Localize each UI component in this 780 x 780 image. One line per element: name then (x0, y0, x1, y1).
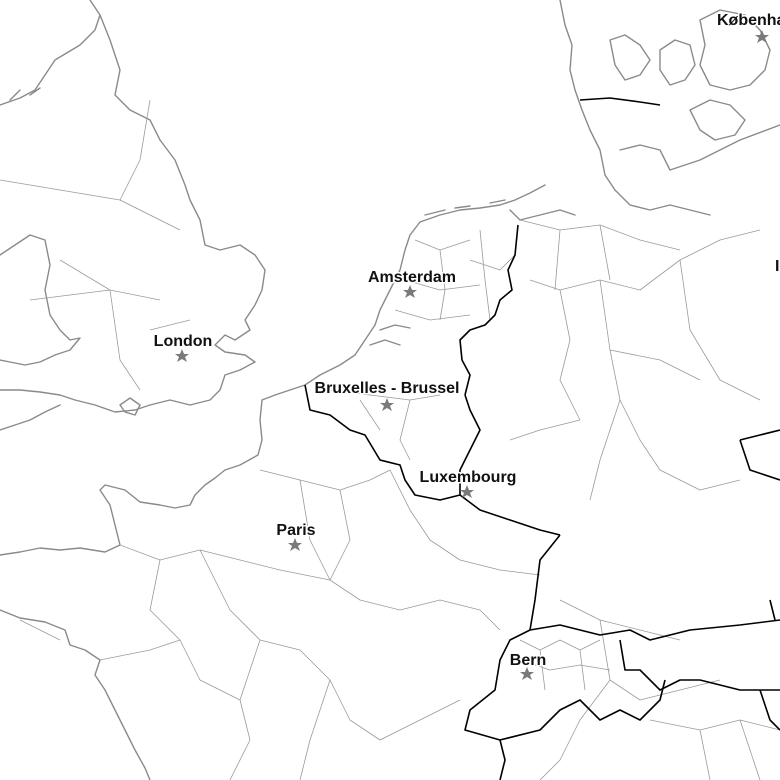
star-icon[interactable] (520, 667, 534, 680)
city-label-brussels[interactable]: Bruxelles - Brussel (313, 379, 461, 399)
continental-coastline (0, 184, 576, 780)
city-labels: Amsterdam London Bruxelles - Brussel Lux… (152, 11, 780, 671)
star-icon[interactable] (175, 349, 189, 362)
city-label-edge[interactable]: I (774, 257, 780, 277)
admin-boundaries (0, 99, 780, 780)
city-label-paris[interactable]: Paris (275, 521, 317, 541)
city-label-luxembourg[interactable]: Luxembourg (418, 468, 518, 488)
denmark-coastline (559, 0, 780, 216)
country-borders (304, 97, 780, 780)
star-icon[interactable] (288, 538, 302, 551)
star-icon[interactable] (403, 285, 417, 298)
city-label-copenhagen[interactable]: København (716, 11, 780, 31)
star-icon[interactable] (460, 485, 474, 498)
city-label-bern[interactable]: Bern (508, 651, 547, 671)
star-icon[interactable] (755, 30, 769, 43)
city-label-london[interactable]: London (152, 332, 214, 352)
capital-markers (175, 30, 769, 680)
city-label-amsterdam[interactable]: Amsterdam (366, 268, 457, 288)
star-icon[interactable] (380, 398, 394, 411)
great-britain-coastline (0, 0, 266, 431)
